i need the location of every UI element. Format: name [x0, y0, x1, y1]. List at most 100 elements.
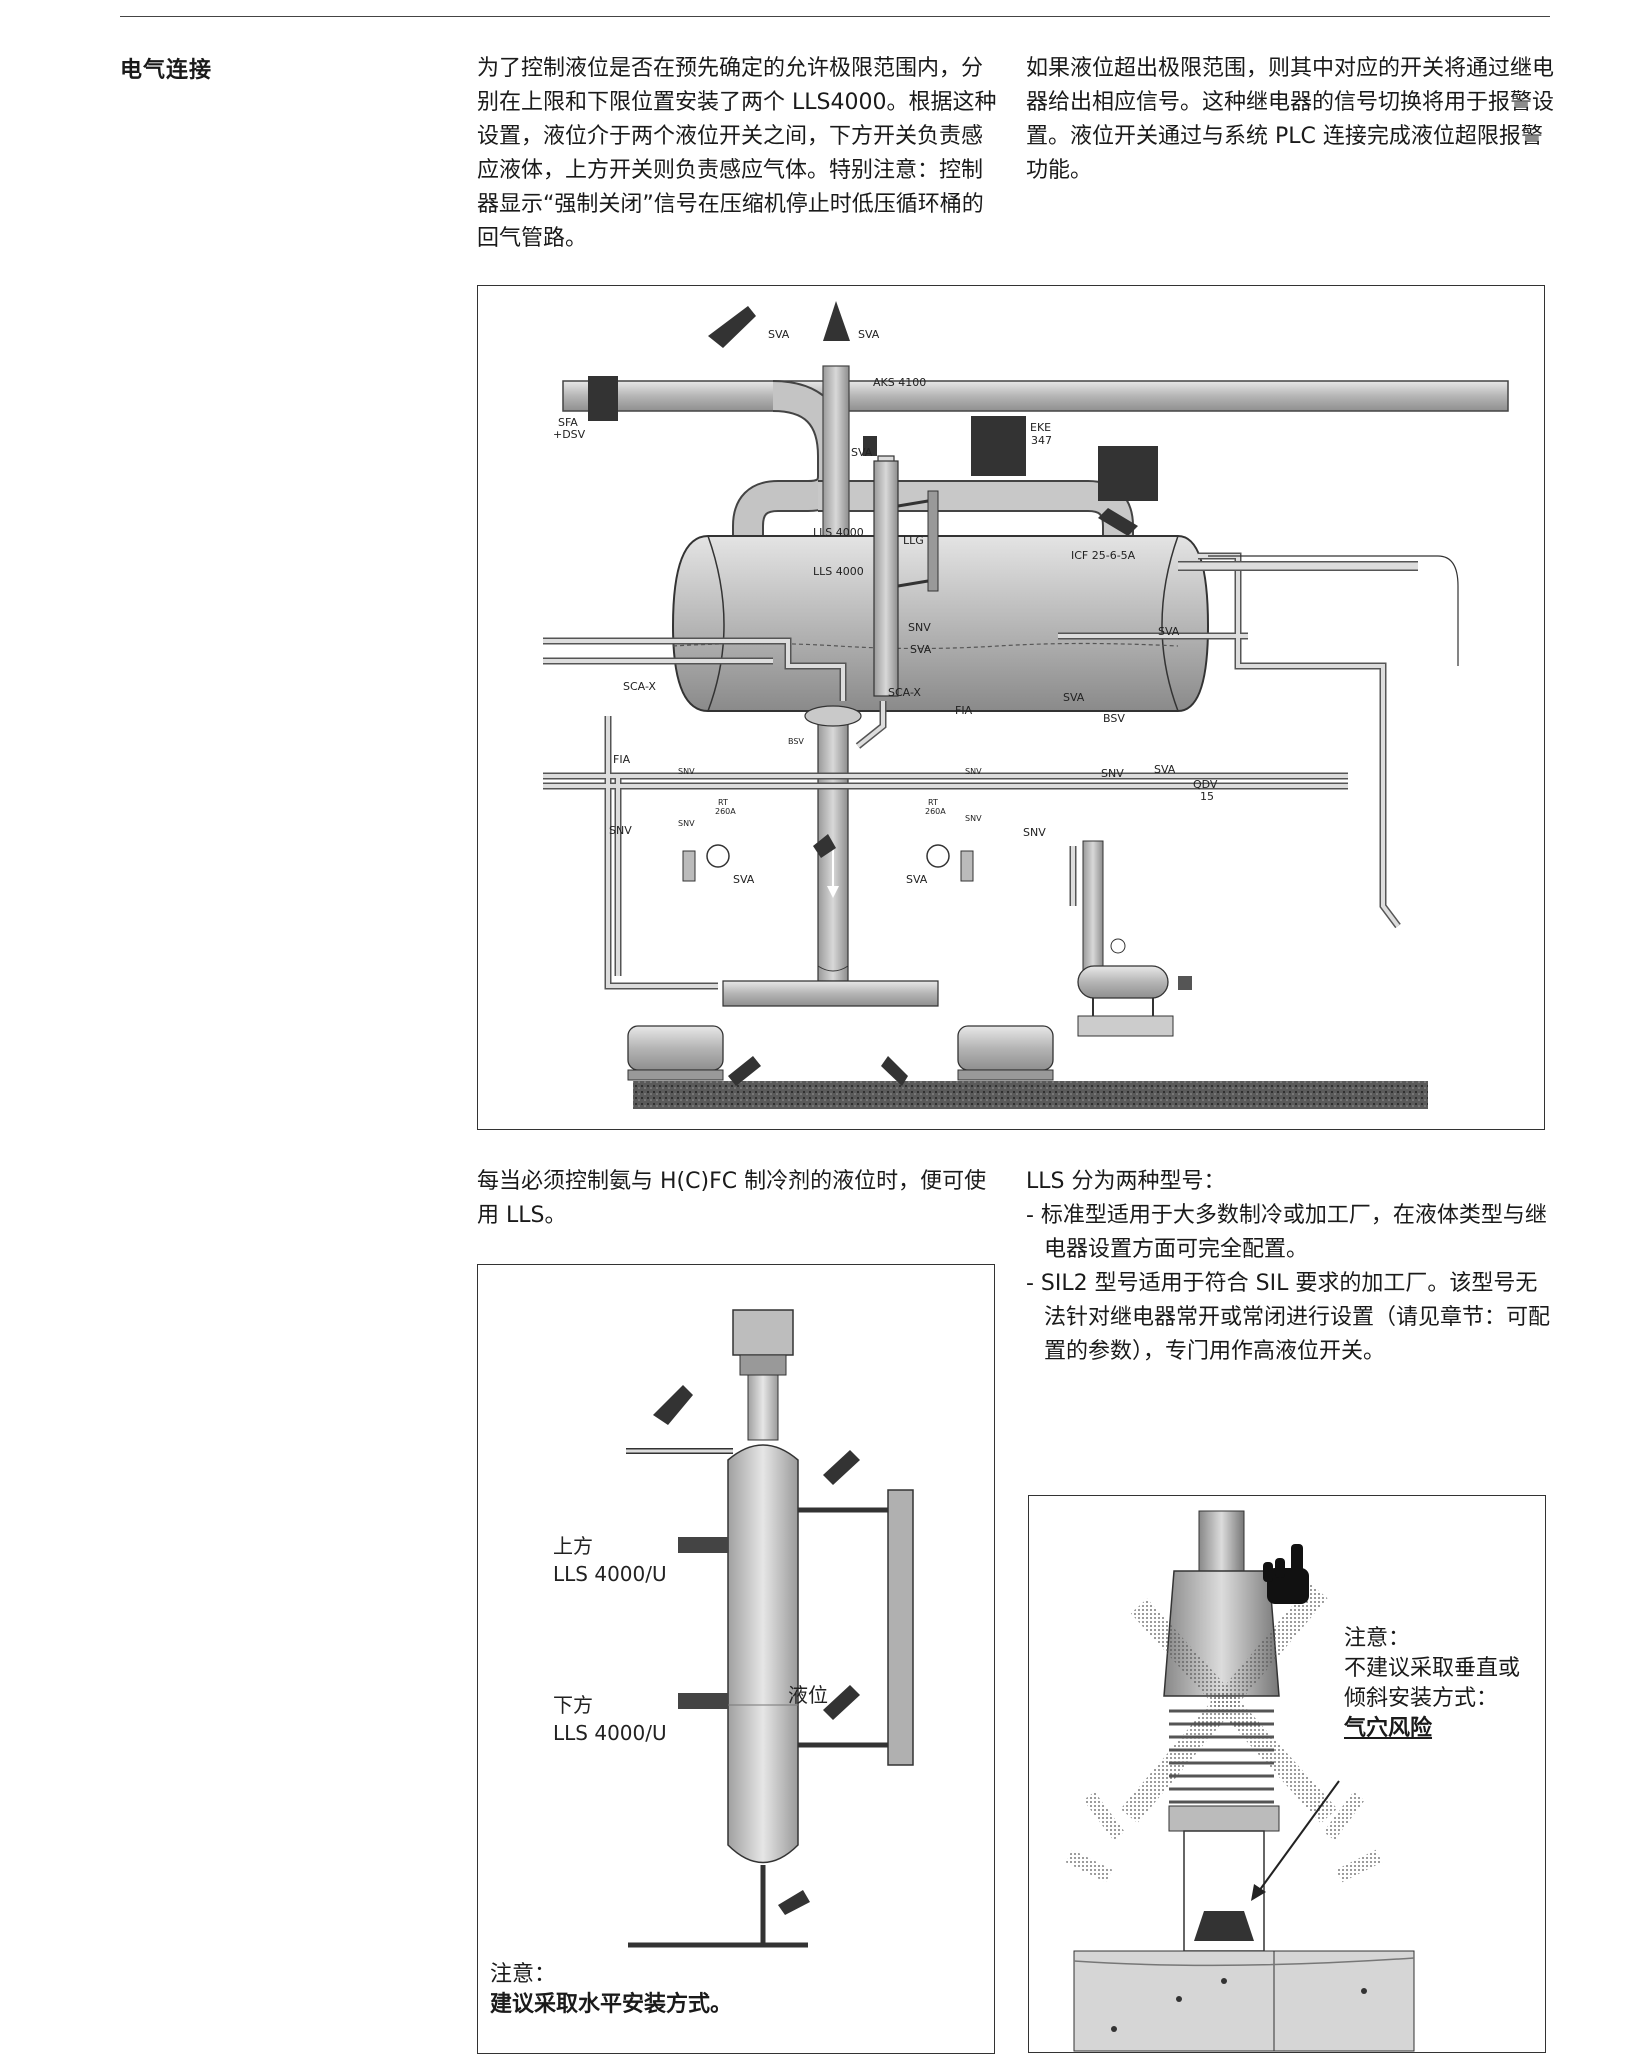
pressure-gauge-icon	[926, 844, 950, 868]
pump-header	[722, 980, 939, 1007]
label: SVA	[858, 328, 880, 341]
sensor-body	[1163, 1570, 1280, 1697]
note-title: 注意：	[1344, 1626, 1411, 1651]
sensor-head	[732, 1309, 794, 1356]
tank-end-right	[1161, 535, 1179, 712]
llg-gauge	[927, 490, 939, 592]
label: BSV	[1103, 712, 1125, 725]
vertical-mounting-figure: 注意： 不建议采取垂直或 倾斜安装方式： 气穴风险	[1028, 1495, 1546, 2053]
vertical-note: 注意： 不建议采取垂直或 倾斜安装方式： 气穴风险	[1344, 1624, 1520, 1744]
vertical-suction	[822, 365, 850, 547]
cavitation-arrow-head	[1251, 1884, 1266, 1901]
label: +DSV	[553, 428, 586, 441]
label: SNV	[609, 824, 632, 837]
rt-switch	[960, 850, 974, 882]
label: BSV	[788, 737, 804, 746]
valve-icon	[778, 1890, 810, 1915]
paragraph-text: 如果液位超出极限范围，则其中对应的开关将通过继电器给出相应信号。这种继电器的信号…	[1026, 56, 1555, 183]
gauge-icon	[1110, 938, 1126, 954]
liquid-lines-fill	[543, 554, 1400, 988]
bullet-standard: - 标准型适用于大多数制冷或加工厂，在液体类型与继电器设置方面可完全配置。	[1026, 1203, 1547, 1262]
note-text: 建议采取水平安装方式。	[490, 1992, 733, 2017]
pump-left	[627, 1025, 724, 1081]
lower-lls-sensor	[678, 1693, 728, 1709]
bubble	[1111, 2026, 1117, 2032]
separator-tank	[671, 535, 1210, 712]
sensor-labels: 上方 LLS 4000/U 下方 LLS 4000/U 液位	[553, 1534, 828, 1745]
label: SCA-X	[888, 686, 921, 699]
label: 15	[1200, 790, 1214, 803]
pressure-gauge-icon	[706, 844, 730, 868]
tank-end-left	[707, 535, 725, 712]
valve-icon	[823, 1685, 860, 1720]
sensor-neck	[739, 1354, 787, 1376]
label: LLG	[903, 534, 924, 547]
label: AKS 4100	[873, 376, 926, 389]
bsv-leg	[1082, 840, 1104, 972]
level-gauge	[887, 1489, 914, 1766]
vessel-wall	[1073, 1950, 1275, 2052]
intro-paragraph: 为了控制液位是否在预先确定的允许极限范围内，分别在上限和下限位置安装了两个 LL…	[477, 52, 997, 256]
label: EKE	[1030, 421, 1051, 434]
diagram-labels: SVA SVA AKS 4100 SFA +DSV EKE 347 SVA LL…	[553, 328, 1218, 886]
mounting-flange	[1168, 1805, 1280, 1832]
tilt-arc	[1065, 1791, 1383, 1883]
hot-gas-line	[1208, 555, 1459, 666]
label: SVA	[906, 873, 928, 886]
suction-pipe	[562, 380, 1509, 412]
label: SVA	[733, 873, 755, 886]
label: 下方	[553, 1693, 593, 1717]
label: SVA	[1063, 691, 1085, 704]
label: SVA	[1158, 625, 1180, 638]
label: ICF 25-6-5A	[1071, 549, 1136, 562]
alarm-paragraph: 如果液位超出极限范围，则其中对应的开关将通过继电器给出相应信号。这种继电器的信号…	[1026, 52, 1556, 188]
label: 260A	[715, 807, 736, 816]
paragraph-text: 每当必须控制氨与 H(C)FC 制冷剂的液位时，便可使用 LLS。	[477, 1169, 987, 1228]
note-line: 不建议采取垂直或	[1344, 1656, 1521, 1681]
note-line: 倾斜安装方式：	[1344, 1686, 1499, 1711]
label: SNV	[1101, 767, 1124, 780]
qdv-valve	[1178, 976, 1192, 990]
label: SFA	[558, 416, 578, 429]
label: 260A	[925, 807, 946, 816]
sensor-stem	[747, 1374, 779, 1441]
paragraph-text: 为了控制液位是否在预先确定的允许极限范围内，分别在上限和下限位置安装了两个 LL…	[477, 56, 997, 251]
header-tee	[817, 965, 849, 972]
paragraph-text: LLS 分为两种型号：	[1026, 1169, 1226, 1194]
label: SVA	[768, 328, 790, 341]
label: SVA	[910, 643, 932, 656]
system-diagram: SVA SVA AKS 4100 SFA +DSV EKE 347 SVA LL…	[543, 301, 1509, 1109]
label: SNV	[678, 819, 695, 828]
standpipe-diagram: 上方 LLS 4000/U 下方 LLS 4000/U 液位	[553, 1309, 914, 1948]
model-paragraph: LLS 分为两种型号： - 标准型适用于大多数制冷或加工厂，在液体类型与继电器设…	[1026, 1165, 1556, 1369]
sensor-cap	[1198, 1510, 1245, 1572]
label: RT	[928, 798, 938, 807]
valve-icon	[823, 1450, 860, 1485]
receiver-base	[1077, 1015, 1174, 1037]
valve-icons	[588, 301, 1158, 1086]
label: QDV	[1193, 778, 1218, 791]
cavitation-risk-label: 气穴风险	[1344, 1716, 1433, 1741]
bullet-sil2: - SIL2 型号适用于符合 SIL 要求的加工厂。该型号无法针对继电器常开或常…	[1026, 1271, 1551, 1364]
label: LLS 4000/U	[553, 1562, 667, 1586]
usage-paragraph: 每当必须控制氨与 H(C)FC 制冷剂的液位时，便可使用 LLS。	[477, 1165, 1002, 1233]
vessel-wall	[1273, 1950, 1415, 2052]
label: FIA	[613, 753, 631, 766]
section-title: 电气连接	[120, 58, 213, 83]
lls-standpipe	[873, 460, 899, 697]
warning-hand-icon	[1263, 1544, 1309, 1604]
system-diagram-figure: SVA SVA AKS 4100 SFA +DSV EKE 347 SVA LL…	[477, 285, 1545, 1130]
outlet-flange	[804, 705, 862, 727]
horizontal-note: 注意： 建议采取水平安装方式。	[490, 1960, 732, 2020]
note-title: 注意：	[490, 1962, 557, 1987]
return-loop	[734, 382, 847, 546]
oil-receiver	[1077, 965, 1169, 999]
cavitation-arrow	[1258, 1780, 1340, 1892]
rt-switch	[682, 850, 696, 882]
label: LLS 4000/U	[553, 1721, 667, 1745]
standpipe-column	[727, 1444, 799, 1864]
floor	[633, 1081, 1428, 1109]
cross-stroke	[1120, 1583, 1328, 1824]
label: 液位	[788, 1683, 828, 1707]
label: LLS 4000	[813, 565, 864, 578]
